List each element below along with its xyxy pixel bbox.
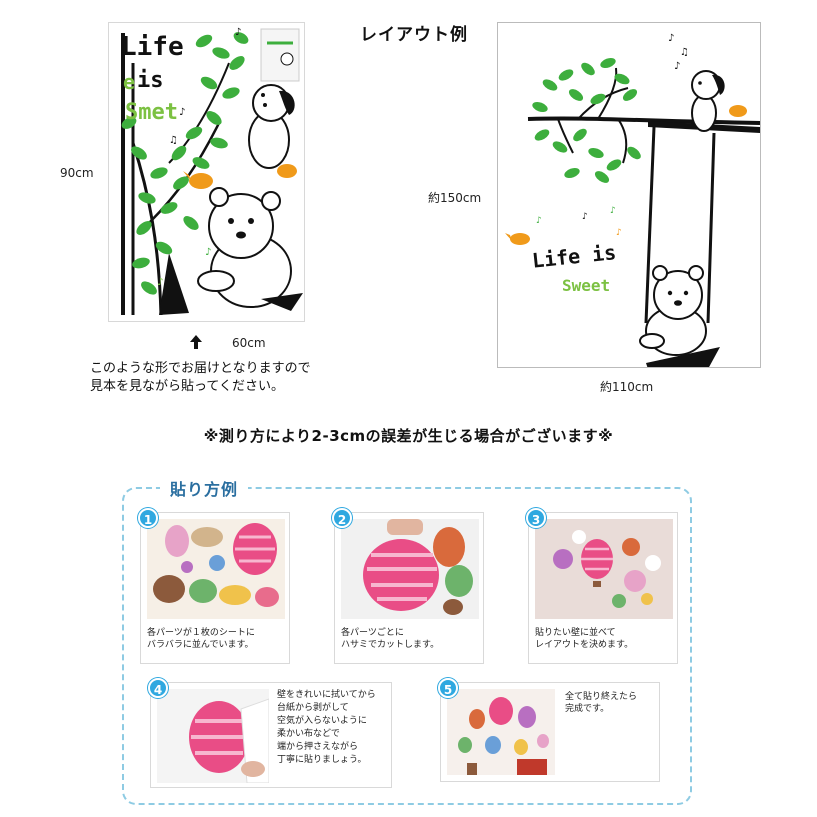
- step-1-card: 各パーツが１枚のシートに バラバラに並んでいます。: [140, 512, 290, 664]
- step-3-photo: [535, 519, 673, 619]
- sticker-is: is: [137, 68, 164, 93]
- wall-height-label: 約150cm: [428, 191, 482, 205]
- svg-text:♪: ♪: [205, 247, 211, 258]
- step-2-card: 各パーツごとに ハサミでカットします。: [334, 512, 484, 664]
- sticker-life: Life: [121, 32, 184, 62]
- notice-line-2: 見本を見ながら貼ってください。: [90, 379, 284, 394]
- measurement-warning: ※測り方により2-3cmの誤差が生じる場合がございます※: [203, 427, 614, 445]
- sheet-height-label: 90cm: [60, 166, 94, 180]
- notice-line-1: このような形でお届けとなりますので: [90, 361, 311, 376]
- svg-text:♫: ♫: [680, 47, 689, 58]
- sticker-e: e: [123, 70, 135, 94]
- step-3-caption: 貼りたい壁に並べて レイアウトを決めます。: [535, 628, 634, 650]
- step-4-card: 壁をきれいに拭いてから 台紙から剥がして 空気が入らないように 柔かい布などで …: [150, 682, 392, 788]
- wall-width-label: 約110cm: [600, 380, 654, 394]
- svg-text:♪: ♪: [674, 61, 680, 72]
- svg-text:♫: ♫: [169, 135, 178, 146]
- step-4-photo: [157, 689, 269, 783]
- arrow-up-icon: [190, 334, 202, 353]
- svg-text:♪: ♪: [235, 27, 241, 38]
- step-3-card: 貼りたい壁に並べて レイアウトを決めます。: [528, 512, 678, 664]
- step-1-caption: 各パーツが１枚のシートに バラバラに並んでいます。: [147, 628, 255, 650]
- svg-text:♪: ♪: [616, 228, 622, 238]
- step-3-number: 3: [526, 508, 546, 528]
- step-5-photo: [447, 689, 555, 775]
- step-2-caption: 各パーツごとに ハサミでカットします。: [341, 628, 440, 650]
- svg-text:♪: ♪: [668, 33, 674, 44]
- step-4-number: 4: [148, 678, 168, 698]
- svg-text:♪: ♪: [610, 206, 616, 216]
- step-1-number: 1: [138, 508, 158, 528]
- step-1-photo: [147, 519, 285, 619]
- wall-sweet: Sweet: [562, 276, 610, 295]
- sticker-smet: Smet: [125, 100, 178, 125]
- svg-text:♪: ♪: [179, 107, 185, 118]
- wall-layout-image: ♪ ♫ ♪ ♪ ♪ ♪ ♪ Life is Sweet: [497, 22, 761, 368]
- svg-text:♪: ♪: [536, 216, 542, 226]
- howto-panel: [122, 487, 692, 805]
- layout-title: レイアウト例: [360, 25, 468, 45]
- step-5-number: 5: [438, 678, 458, 698]
- step-5-caption: 全て貼り終えたら 完成です。: [565, 692, 638, 714]
- delivery-notice: このような形でお届けとなりますので 見本を見ながら貼ってください。: [90, 360, 311, 396]
- sheet-width-label: 60cm: [232, 336, 266, 350]
- sticker-sheet-image: Life is e Smet: [108, 22, 305, 322]
- svg-text:♪: ♪: [582, 212, 588, 222]
- step-2-number: 2: [332, 508, 352, 528]
- step-4-caption: 壁をきれいに拭いてから 台紙から剥がして 空気が入らないように 柔かい布などで …: [277, 690, 376, 765]
- wall-life-is: Life is: [531, 240, 617, 273]
- svg-text:♪: ♪: [157, 277, 163, 288]
- howto-title: 貼り方例: [160, 476, 249, 500]
- step-5-card: 全て貼り終えたら 完成です。: [440, 682, 660, 782]
- step-2-photo: [341, 519, 479, 619]
